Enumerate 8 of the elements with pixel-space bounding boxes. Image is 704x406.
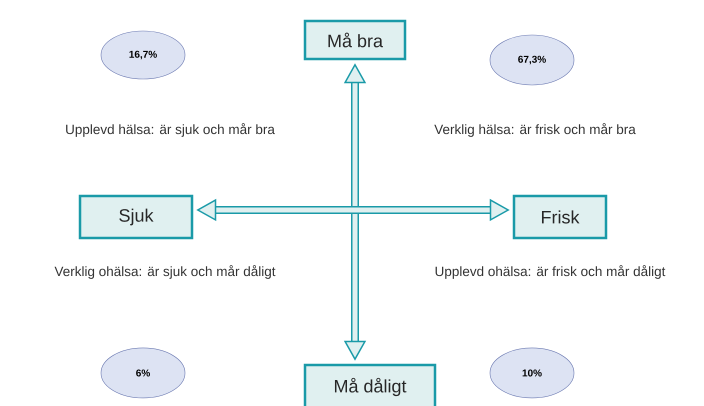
- state-box: Frisk: [512, 194, 608, 240]
- quadrant-label: Upplevd ohälsa: är frisk och mår dåligt: [436, 265, 666, 279]
- state-box: Må bra: [304, 20, 406, 60]
- quadrant-label: Verklig ohälsa: är sjuk och mår dåligt: [54, 265, 276, 279]
- quadrant-label: Verklig hälsa: är frisk och mår bra: [434, 123, 636, 137]
- quadrant-label: Upplevd hälsa: är sjuk och mår bra: [66, 123, 275, 137]
- state-box: Sjuk: [78, 194, 194, 240]
- state-box: Må dåligt: [304, 364, 436, 406]
